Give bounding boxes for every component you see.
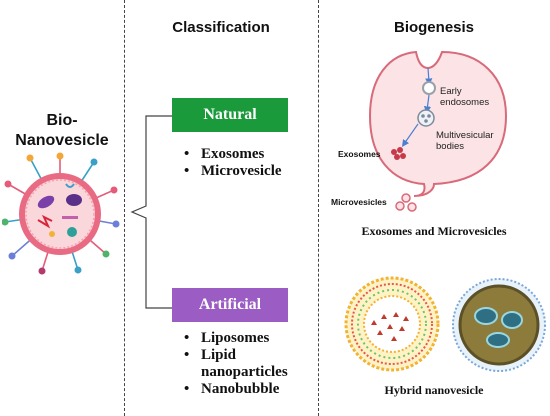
multivesicular-bodies-label: Multivesicular bodies <box>436 130 494 152</box>
mvb-line-1: Multivesicular <box>436 130 494 141</box>
artificial-box: Artificial <box>172 288 288 322</box>
bio-nanovesicle-illustration <box>2 152 120 275</box>
classification-header: Classification <box>172 19 270 36</box>
exosome-cluster-icon <box>391 147 406 160</box>
natural-list: Exosomes Microvesicle <box>182 146 282 180</box>
left-divider <box>124 0 125 416</box>
biogenesis-caption: Exosomes and Microvesicles <box>361 224 507 238</box>
hybrid-caption: Hybrid nanovesicle <box>384 383 484 397</box>
vesicle-cargo <box>37 183 82 237</box>
natural-label: Natural <box>203 106 257 123</box>
lipid-line-2: nanoparticles <box>201 364 288 380</box>
artificial-label: Artificial <box>198 296 262 313</box>
early-line-2: endosomes <box>440 97 490 108</box>
cell-membrane <box>368 50 508 197</box>
biogenesis-cell-diagram <box>368 50 508 212</box>
natural-box: Natural <box>172 98 288 132</box>
lipid-line-1: Lipid <box>201 347 237 363</box>
title-line-1: Bio- <box>46 112 78 129</box>
hybrid-nanovesicle-illustration <box>452 278 546 372</box>
classification-bracket <box>130 115 172 309</box>
artificial-item-nanobubble: Nanobubble <box>182 381 288 398</box>
artificial-item-liposomes: Liposomes <box>182 330 288 347</box>
biogenesis-header: Biogenesis <box>393 19 475 36</box>
projection-tips <box>2 152 120 275</box>
bio-nanovesicle-title: Bio- Nanovesicle <box>0 111 124 151</box>
natural-item-microvesicle: Microvesicle <box>182 163 282 180</box>
microvesicles-label: Microvesicles <box>331 197 387 207</box>
early-endosomes-label: Early endosomes <box>440 86 489 108</box>
title-line-2: Nanovesicle <box>15 132 109 149</box>
early-endosome-icon <box>422 81 436 95</box>
natural-item-exosomes: Exosomes <box>182 146 282 163</box>
early-line-1: Early <box>440 86 462 97</box>
right-divider <box>318 0 319 416</box>
multivesicular-body-icon <box>417 109 435 127</box>
exosomes-label: Exosomes <box>338 149 381 159</box>
mvb-line-2: bodies <box>436 141 464 152</box>
vesicle-membrane <box>19 173 101 255</box>
liposome-illustration <box>344 276 440 372</box>
microvesicle-icons <box>395 193 417 212</box>
